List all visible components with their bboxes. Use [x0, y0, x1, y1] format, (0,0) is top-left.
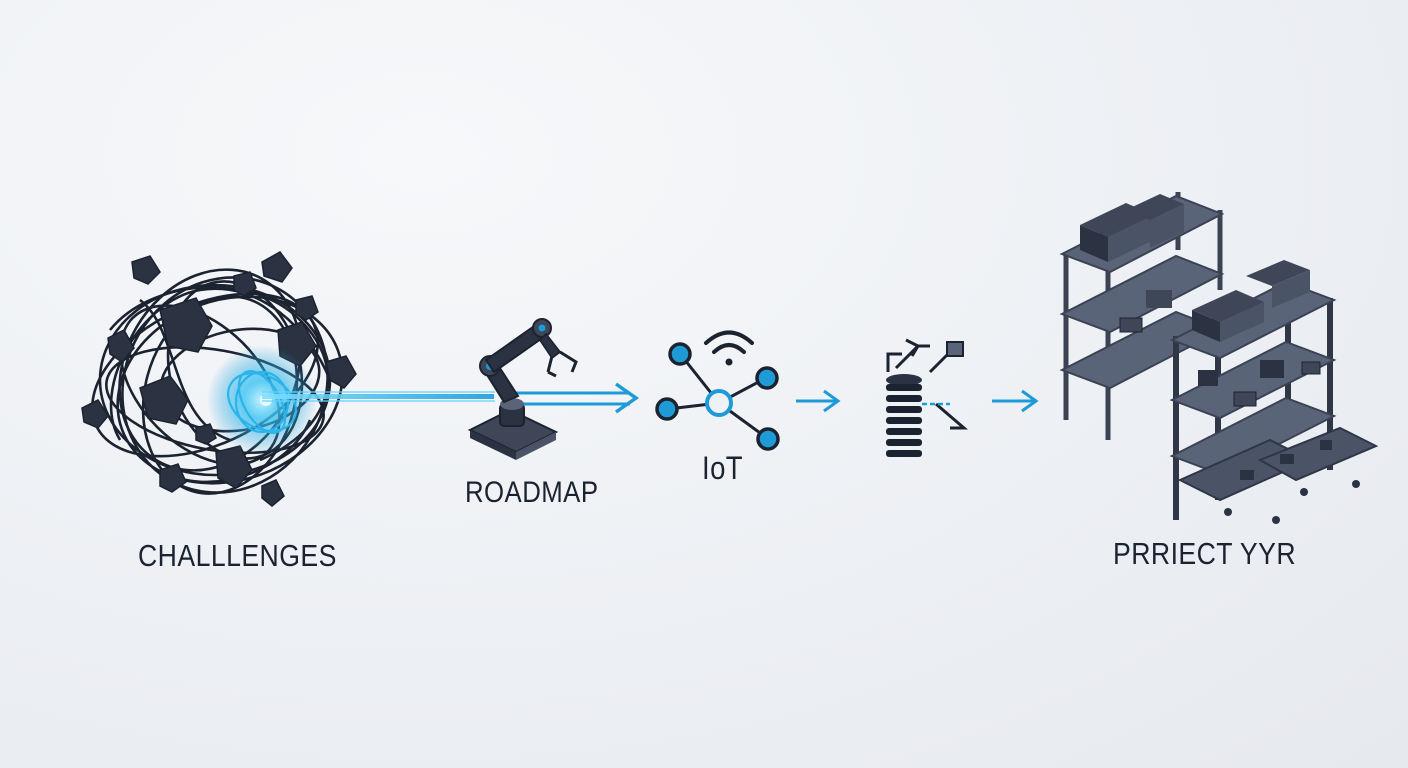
stage-label-project: PRRIECT YYR — [1113, 536, 1297, 571]
warehouse-shelving-icon — [1059, 192, 1379, 524]
arrow-2 — [796, 389, 841, 413]
robot-arm-icon — [467, 318, 578, 460]
data-stack-icon — [886, 338, 969, 457]
tangled-challenges-icon — [81, 251, 357, 507]
beam-arrow — [262, 382, 640, 414]
stage-label-roadmap: ROADMAP — [465, 476, 599, 509]
stage-label-challenges: CHALLLENGES — [138, 538, 337, 573]
iot-network-icon — [655, 330, 780, 451]
stage-label-iot: IoT — [702, 450, 744, 486]
wifi-icon — [704, 330, 754, 366]
arrow-3 — [992, 389, 1039, 413]
